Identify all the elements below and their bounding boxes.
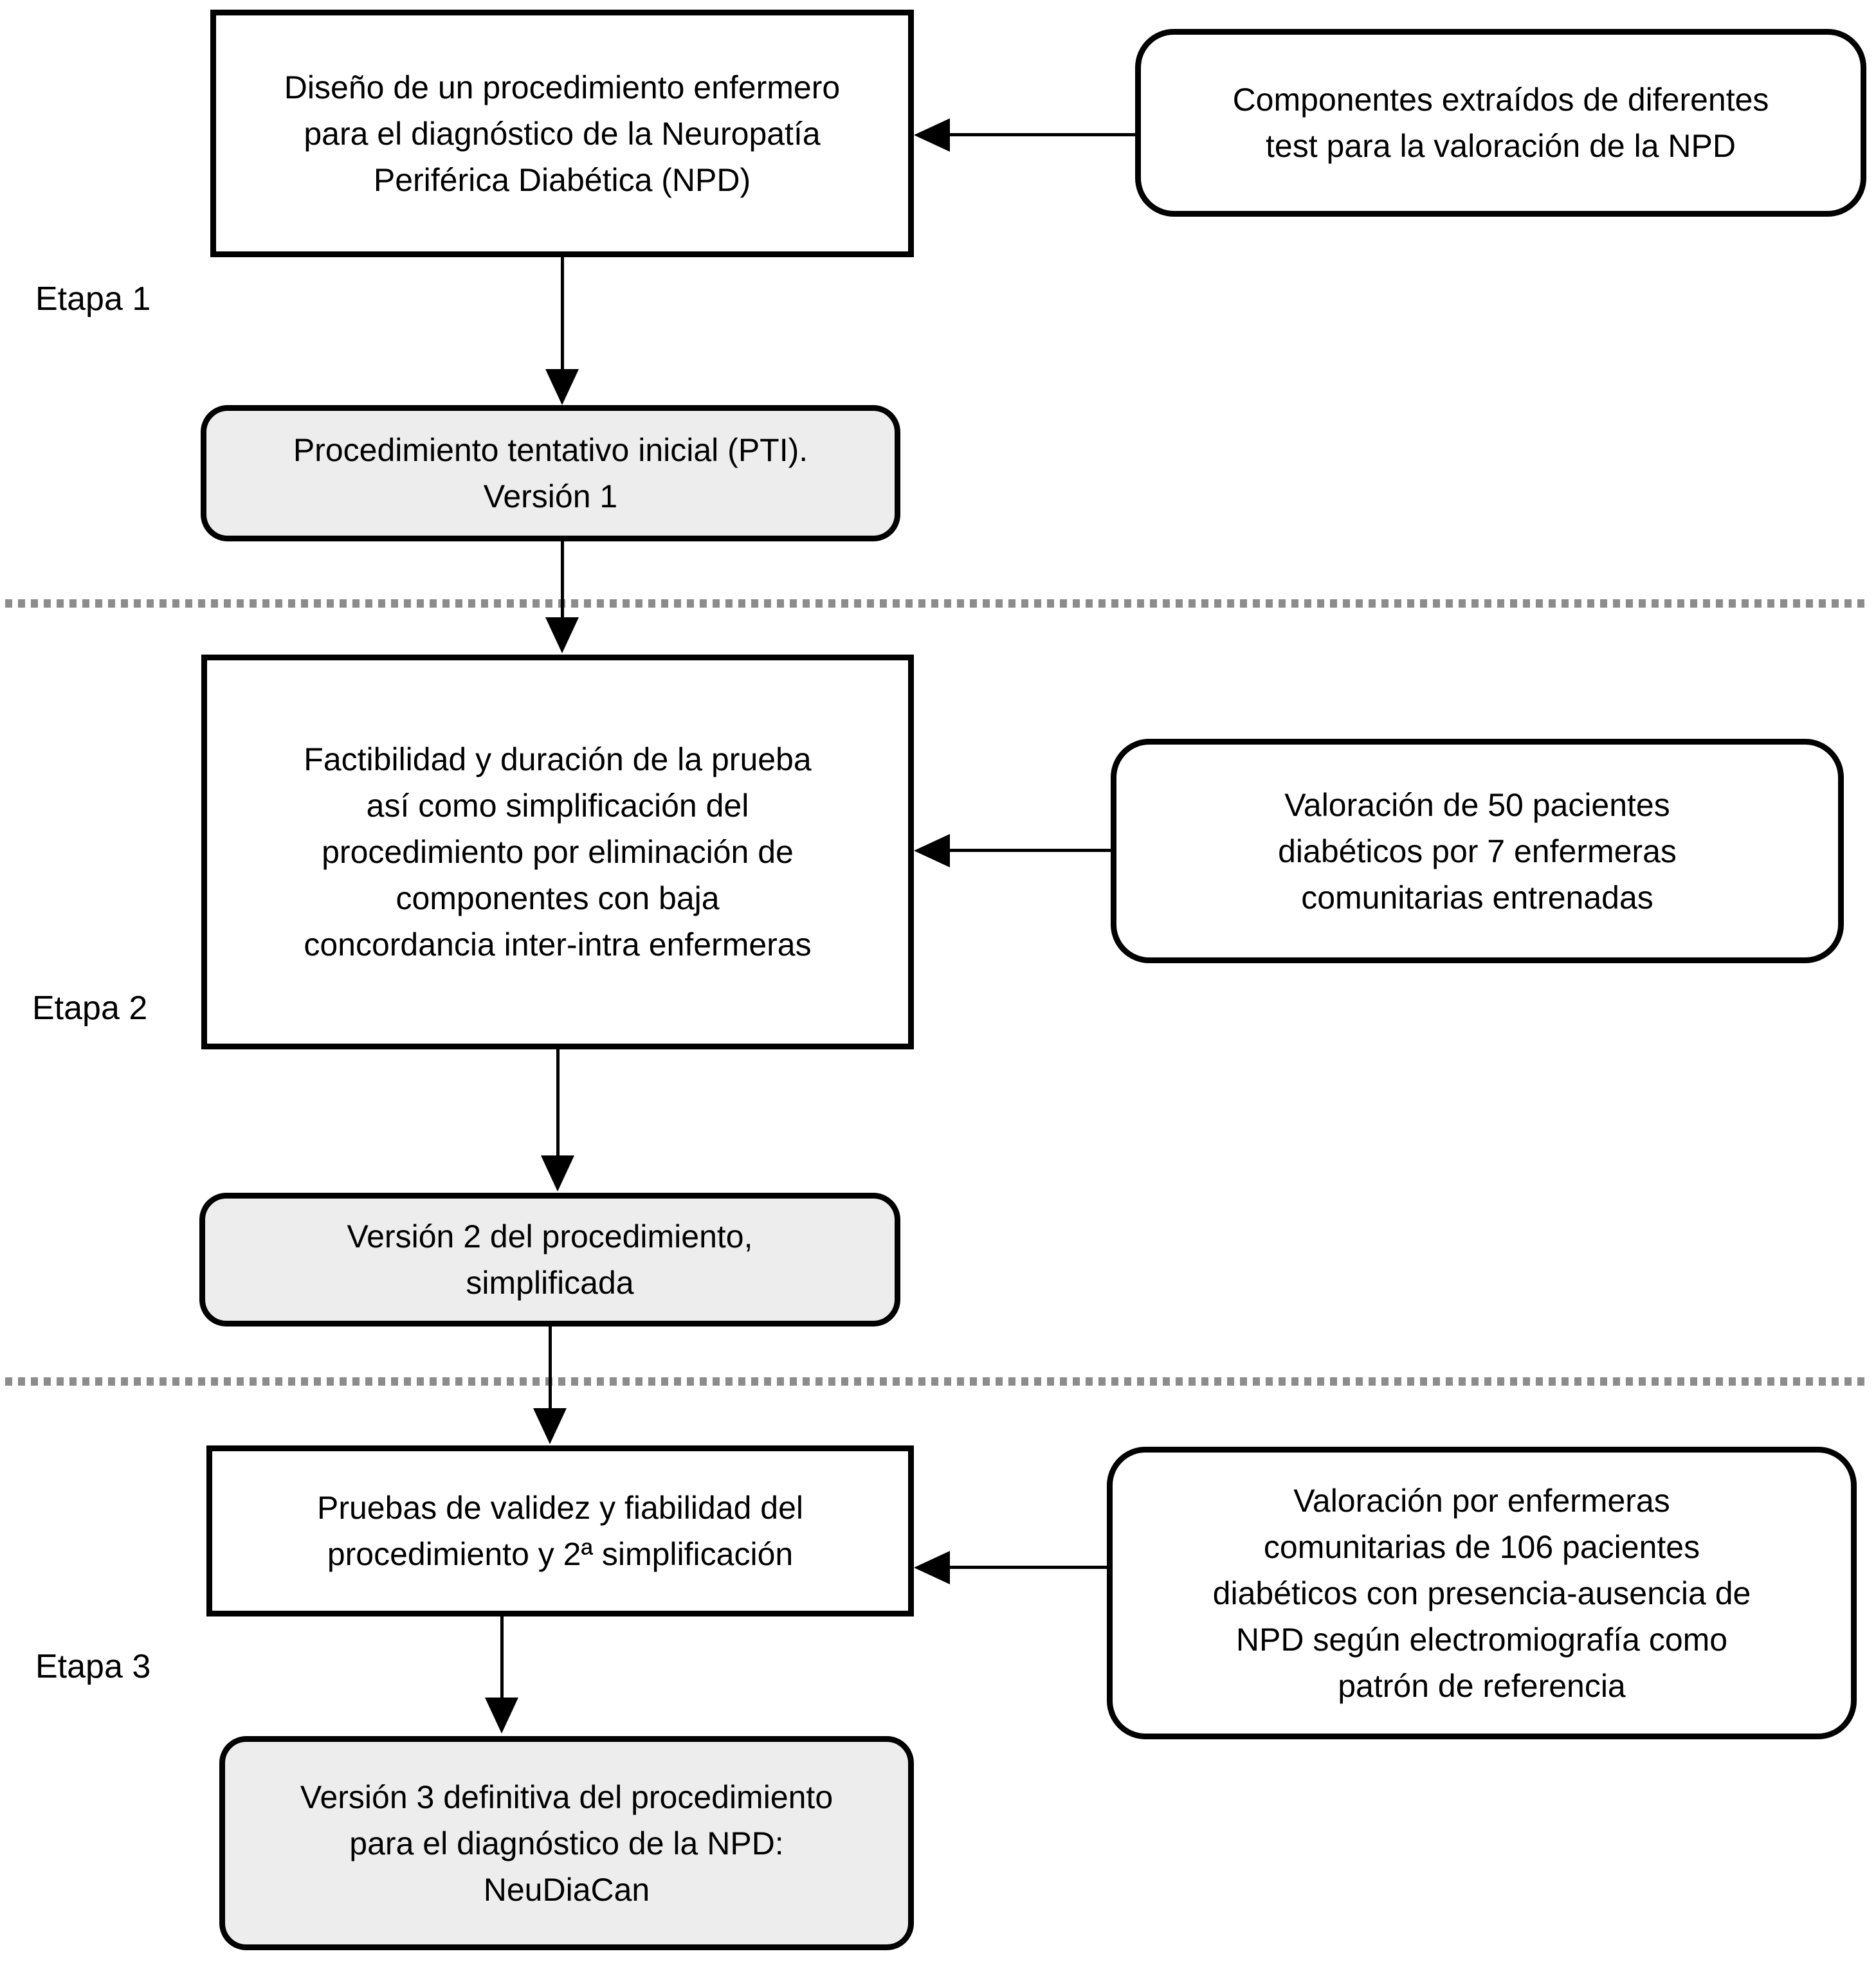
arrow-head-input1-to-process1 <box>914 118 950 152</box>
stage1-input-text: Componentes extraídos de diferentes test… <box>1232 82 1769 164</box>
stage1-label: Etapa 1 <box>35 280 151 318</box>
arrow-line-input2-to-process2 <box>948 849 1111 852</box>
arrow-line-output2-to-process3 <box>549 1327 552 1409</box>
stage2-process-box: Factibilidad y duración de la prueba así… <box>201 655 914 1049</box>
arrow-head-output2-to-process3 <box>533 1408 567 1444</box>
stage2-input-box: Valoración de 50 pacientes diabéticos po… <box>1111 739 1844 963</box>
stage-divider-1 <box>5 599 1870 608</box>
stage3-label: Etapa 3 <box>35 1648 151 1685</box>
stage1-output-text: Procedimiento tentativo inicial (PTI). V… <box>293 432 808 514</box>
stage1-process-box: Diseño de un procedimiento enfermero par… <box>210 10 914 257</box>
arrow-head-process3-to-output3 <box>485 1698 518 1734</box>
arrow-line-input3-to-process3 <box>948 1566 1107 1569</box>
stage1-process-text: Diseño de un procedimiento enfermero par… <box>284 69 841 198</box>
stage1-input-box: Componentes extraídos de diferentes test… <box>1135 29 1866 217</box>
stage3-process-text: Pruebas de validez y fiabilidad del proc… <box>316 1490 804 1572</box>
arrow-line-output1-to-process2 <box>561 541 564 619</box>
stage1-output-box: Procedimiento tentativo inicial (PTI). V… <box>201 405 900 541</box>
stage2-output-box: Versión 2 del procedimiento, simplificad… <box>199 1193 900 1327</box>
stage3-input-text: Valoración por enfermeras comunitarias d… <box>1212 1482 1751 1704</box>
stage2-input-text: Valoración de 50 pacientes diabéticos po… <box>1278 786 1677 916</box>
arrow-head-input3-to-process3 <box>914 1551 950 1584</box>
stage-divider-2 <box>5 1377 1870 1386</box>
arrow-head-process2-to-output2 <box>541 1155 574 1191</box>
arrow-line-input1-to-process1 <box>948 133 1135 136</box>
stage2-process-text: Factibilidad y duración de la prueba así… <box>304 741 812 963</box>
arrow-head-process1-to-output1 <box>545 369 579 405</box>
stage3-output-box: Versión 3 definitiva del procedimiento p… <box>219 1736 914 1950</box>
stage2-label: Etapa 2 <box>32 990 148 1027</box>
stage3-output-text: Versión 3 definitiva del procedimiento p… <box>300 1779 833 1908</box>
arrow-head-input2-to-process2 <box>914 834 950 867</box>
arrow-head-output1-to-process2 <box>545 617 579 653</box>
stage3-process-box: Pruebas de validez y fiabilidad del proc… <box>206 1445 914 1616</box>
stage3-input-box: Valoración por enfermeras comunitarias d… <box>1107 1447 1857 1739</box>
arrow-line-process2-to-output2 <box>556 1049 560 1157</box>
stage2-output-text: Versión 2 del procedimiento, simplificad… <box>347 1218 753 1301</box>
arrow-line-process3-to-output3 <box>500 1616 504 1699</box>
arrow-line-process1-to-output1 <box>561 257 564 370</box>
